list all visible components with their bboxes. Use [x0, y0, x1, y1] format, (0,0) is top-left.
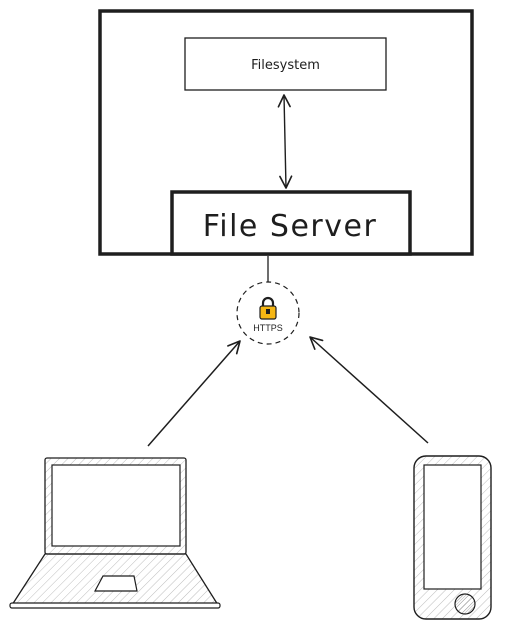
filesystem-node: Filesystem	[184, 37, 387, 91]
filesystem-label: Filesystem	[251, 58, 320, 73]
laptop-icon	[9, 457, 221, 609]
filesystem-server-connector	[277, 94, 293, 189]
file-server-label: File Server	[203, 209, 378, 244]
https-label: HTTPS	[253, 323, 283, 333]
phone-https-arrow	[309, 336, 429, 444]
https-node: HTTPS	[236, 281, 300, 345]
file-server-node: File Server	[170, 190, 412, 256]
laptop-https-arrow	[147, 340, 241, 447]
lock-icon	[259, 296, 277, 320]
smartphone-icon	[413, 455, 492, 620]
